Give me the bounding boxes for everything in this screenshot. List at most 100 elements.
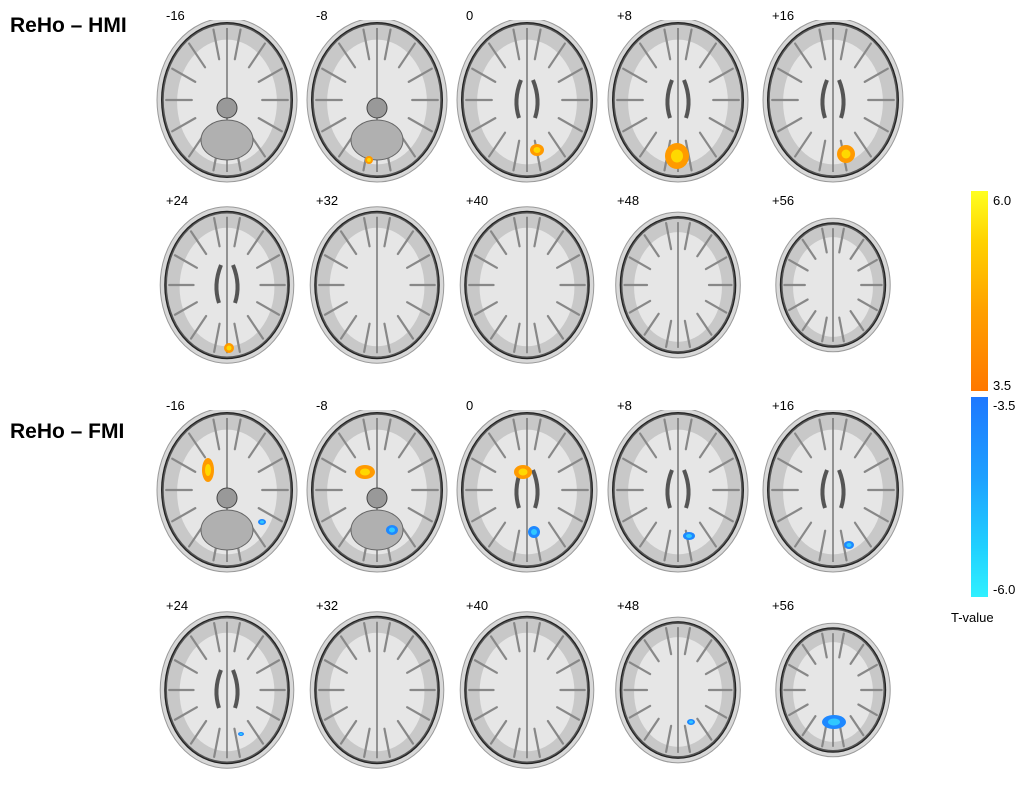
brainstem	[366, 97, 388, 119]
sulcus-line	[383, 217, 391, 248]
sulcus-line	[396, 719, 415, 745]
sulcus-line	[256, 706, 281, 721]
sulcus-line	[788, 663, 809, 677]
sulcus-line	[818, 28, 827, 61]
slice-z-label: +8	[617, 8, 632, 23]
sulcus-line	[471, 67, 497, 83]
activation-blob-core	[533, 147, 541, 153]
sulcus-line	[512, 139, 521, 172]
sulcus-line	[406, 706, 431, 721]
sulcus-line	[801, 715, 817, 737]
sulcus-line	[638, 521, 658, 548]
sulcus-line	[857, 258, 878, 272]
slice-z-label: +16	[772, 8, 795, 23]
activation-blob-core	[841, 149, 851, 159]
sulcus-line	[622, 67, 648, 83]
sulcus-line	[473, 301, 498, 316]
panel-title-hmi: ReHo – HMI	[10, 14, 127, 37]
sulcus-line	[818, 139, 827, 172]
activation-blob-core	[689, 720, 693, 724]
cerebellum	[350, 509, 404, 551]
sulcus-line	[471, 507, 497, 523]
sulcus-line	[213, 727, 221, 758]
sulcus-line	[698, 521, 718, 548]
sulcus-line	[684, 28, 693, 61]
sulcus-line	[793, 521, 813, 548]
sulcus-line	[643, 312, 660, 336]
sulcus-line	[397, 42, 417, 69]
sulcus-line	[683, 626, 692, 656]
sulcus-line	[233, 217, 241, 248]
sulcus-line	[533, 28, 542, 61]
sulcus-line	[171, 507, 197, 523]
sulcus-line	[857, 663, 878, 677]
sulcus-line	[533, 322, 541, 353]
sulcus-line	[171, 67, 197, 83]
sulcus-line	[704, 256, 728, 271]
sulcus-line	[187, 432, 207, 459]
sulcus-line	[863, 117, 889, 133]
activation-blob-core	[360, 468, 370, 476]
axial-brain-image	[615, 211, 741, 359]
brain-slice: -8	[302, 398, 452, 576]
brain-slice: +8	[603, 398, 753, 576]
activation-blob-core	[686, 534, 692, 538]
brain-slice: +40	[452, 598, 602, 776]
sulcus-line	[212, 418, 221, 451]
sulcus-line	[473, 659, 498, 674]
axial-brain-image	[309, 611, 445, 769]
brain-slice: +56	[758, 193, 908, 371]
sulcus-line	[821, 316, 828, 343]
brain-slice: +24	[152, 193, 302, 371]
axial-brain-image	[775, 622, 891, 758]
sulcus-line	[557, 507, 583, 523]
sulcus-line	[628, 704, 652, 719]
slice-z-label: -16	[166, 398, 185, 413]
colorbar-title: T-value	[951, 610, 994, 625]
sulcus-line	[339, 230, 358, 256]
sulcus-line	[406, 301, 431, 316]
ventricles	[820, 79, 846, 119]
sulcus-line	[246, 230, 265, 256]
sulcus-line	[853, 521, 873, 548]
activation-blob-core	[260, 520, 264, 524]
sulcus-line	[513, 322, 521, 353]
slice-z-label: +48	[617, 598, 640, 613]
sulcus-line	[663, 529, 672, 562]
sulcus-line	[383, 418, 392, 451]
sulcus-line	[683, 319, 692, 349]
sulcus-line	[212, 28, 221, 61]
brain-slice: +24	[152, 598, 302, 776]
axial-brain-image	[306, 410, 448, 573]
sulcus-line	[777, 117, 803, 133]
sulcus-line	[383, 28, 392, 61]
sulcus-line	[321, 457, 347, 473]
sulcus-line	[547, 432, 567, 459]
sulcus-line	[513, 622, 521, 653]
sulcus-line	[533, 418, 542, 451]
sulcus-line	[471, 457, 497, 473]
sulcus-line	[663, 418, 672, 451]
sulcus-line	[337, 42, 357, 69]
sulcus-line	[533, 622, 541, 653]
slice-z-label: -8	[316, 398, 328, 413]
activation-blob-core	[226, 345, 232, 351]
axial-brain-image	[459, 611, 595, 769]
sulcus-line	[383, 322, 391, 353]
sulcus-line	[406, 659, 431, 674]
sulcus-line	[321, 507, 347, 523]
sulcus-line	[533, 217, 541, 248]
axial-brain-image	[309, 206, 445, 364]
sulcus-line	[708, 117, 734, 133]
sulcus-line	[838, 316, 845, 343]
sulcus-line	[189, 635, 208, 661]
sulcus-line	[821, 632, 828, 659]
sulcus-line	[512, 529, 521, 562]
activation-blob-core	[205, 464, 211, 476]
ventricles	[214, 264, 240, 304]
sulcus-line	[704, 661, 728, 676]
sulcus-line	[863, 507, 889, 523]
sulcus-line	[777, 457, 803, 473]
colorbar-negative-max-label: -3.5	[993, 398, 1016, 413]
sulcus-line	[556, 659, 581, 674]
